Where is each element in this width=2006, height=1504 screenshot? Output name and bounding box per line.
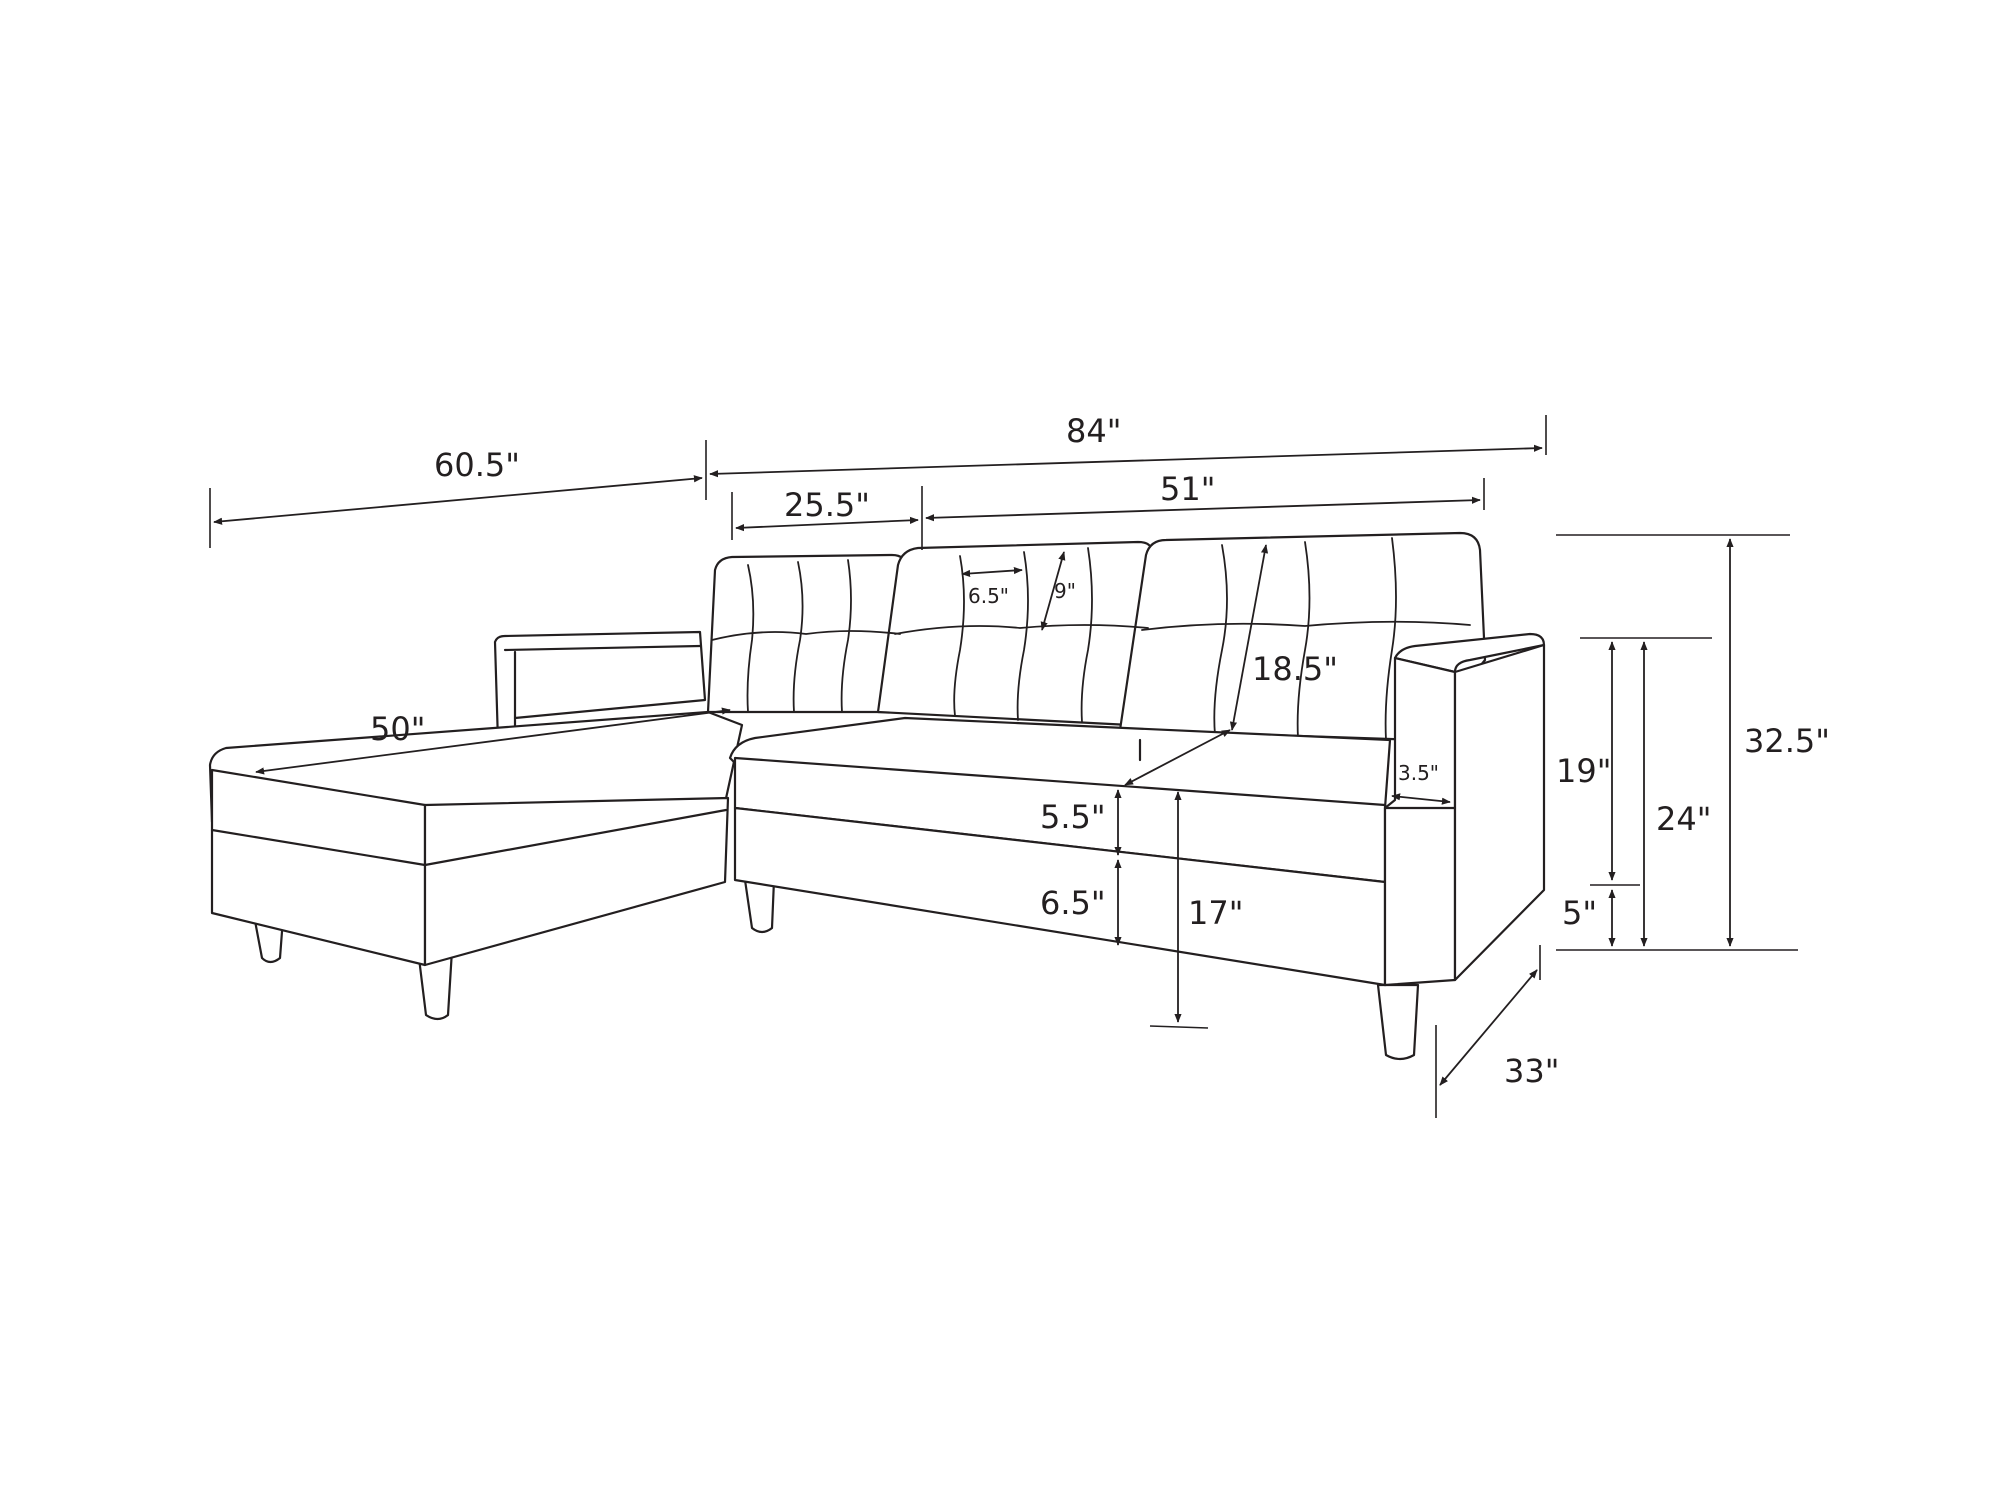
label-tuft-height: 9" bbox=[1054, 579, 1076, 603]
dim-line-60-5 bbox=[213, 475, 703, 525]
dim-line-51 bbox=[925, 496, 1481, 522]
label-tuft-width: 6.5" bbox=[968, 584, 1009, 608]
right-armrest-top bbox=[1393, 632, 1546, 674]
tufting-left bbox=[711, 559, 901, 713]
label-chaise-total-width: 60.5" bbox=[434, 446, 520, 484]
label-arm-width: 3.5" bbox=[1398, 761, 1439, 785]
label-sofa-total-width: 84" bbox=[1066, 412, 1121, 450]
tufting-right bbox=[1141, 537, 1471, 741]
label-loveseat-back-width: 51" bbox=[1160, 470, 1215, 508]
label-cushion-thickness: 5.5" bbox=[1040, 798, 1106, 836]
leg-sofa-middle bbox=[743, 878, 776, 934]
label-depth: 33" bbox=[1504, 1052, 1559, 1090]
label-arm-total-height: 24" bbox=[1656, 800, 1711, 838]
right-armrest-side bbox=[1453, 643, 1546, 982]
label-cushion-width: 25.5" bbox=[784, 486, 870, 524]
dim-line-84 bbox=[709, 444, 1543, 478]
leg-chaise-front bbox=[416, 948, 454, 1021]
label-leg-height: 5" bbox=[1562, 894, 1597, 932]
dim-line-tuft-height bbox=[1040, 551, 1066, 631]
chaise-front-face bbox=[210, 768, 427, 967]
chaise-armrest-inner bbox=[503, 644, 702, 652]
label-back-height: 18.5" bbox=[1252, 650, 1338, 688]
back-cushion-middle bbox=[876, 540, 1154, 727]
dimension-labels: 60.5" 84" 25.5" 51" 6.5" 9" 50" 18.5" 3.… bbox=[370, 412, 1830, 1090]
dim-line-25-5 bbox=[735, 516, 919, 532]
dim-line-50 bbox=[255, 707, 731, 775]
label-arm-height: 19" bbox=[1556, 752, 1611, 790]
chaise-side-face bbox=[423, 796, 730, 967]
label-base-height: 6.5" bbox=[1040, 884, 1106, 922]
label-seat-height: 17" bbox=[1188, 894, 1243, 932]
sofa-illustration bbox=[208, 531, 1546, 1061]
dimension-lines bbox=[209, 415, 1798, 1118]
dim-line-18-5 bbox=[1229, 544, 1269, 731]
dim-line-3-5 bbox=[1391, 793, 1451, 805]
tufting-middle bbox=[894, 547, 1149, 723]
label-total-height: 32.5" bbox=[1744, 722, 1830, 760]
dim-line-seat-depth bbox=[1124, 729, 1231, 786]
dim-line-33 bbox=[1439, 969, 1538, 1086]
back-cushion-right bbox=[1118, 531, 1487, 742]
dim-line-tuft-width bbox=[961, 566, 1023, 578]
leg-sofa-right-front bbox=[1376, 983, 1420, 1061]
right-armrest-front bbox=[1383, 656, 1457, 987]
label-chaise-length: 50" bbox=[370, 710, 425, 748]
